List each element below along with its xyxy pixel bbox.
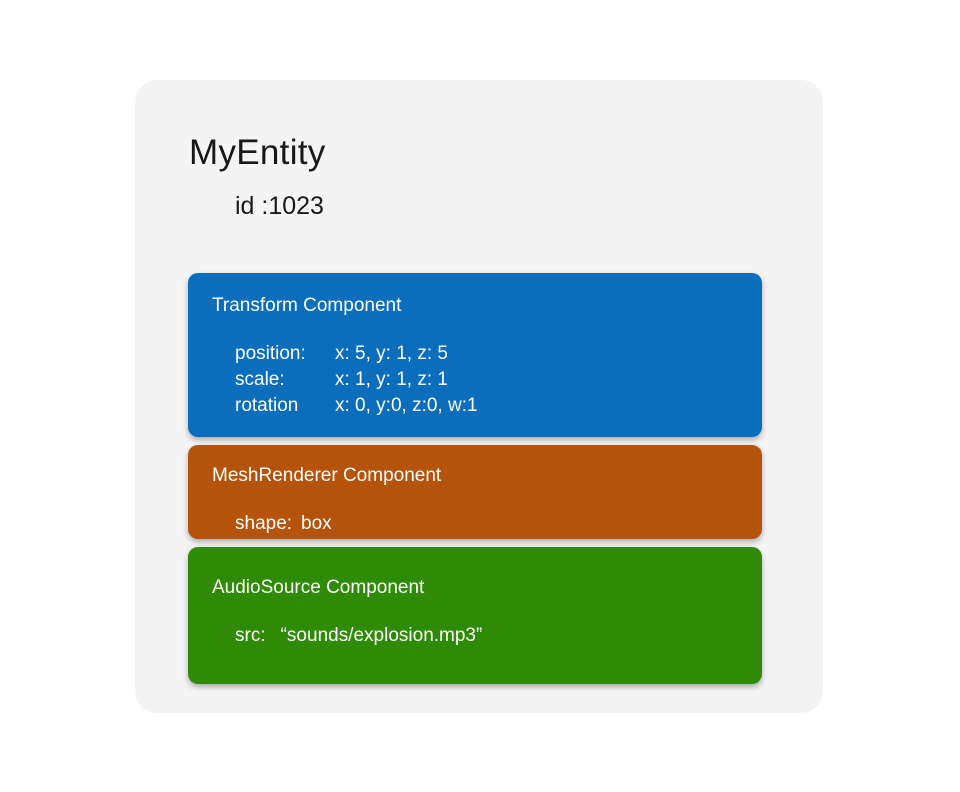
component-meshrenderer: MeshRenderer Component shape: box <box>188 445 762 539</box>
property-label: src: <box>235 625 266 646</box>
property-row: src: “sounds/explosion.mp3” <box>235 623 738 649</box>
property-label: shape: <box>235 513 293 534</box>
component-transform-properties: position: x: 5, y: 1, z: 5 scale: x: 1, … <box>235 341 738 419</box>
component-audiosource: AudioSource Component src: “sounds/explo… <box>188 547 762 684</box>
entity-title: MyEntity <box>189 133 326 172</box>
property-value: box <box>301 513 332 534</box>
property-label: position: <box>235 343 306 364</box>
component-audiosource-title: AudioSource Component <box>212 577 425 598</box>
property-value: “sounds/explosion.mp3” <box>280 625 483 646</box>
component-list: Transform Component position: x: 5, y: 1… <box>188 273 762 684</box>
property-row: shape: box <box>235 511 738 537</box>
property-label: scale: <box>235 369 285 390</box>
entity-id: id :1023 <box>235 192 324 220</box>
component-transform-title: Transform Component <box>212 295 402 316</box>
property-row: rotation x: 0, y:0, z:0, w:1 <box>235 393 738 419</box>
property-row: position: x: 5, y: 1, z: 5 <box>235 341 738 367</box>
property-value: x: 0, y:0, z:0, w:1 <box>335 395 478 416</box>
entity-card: MyEntity id :1023 Transform Component po… <box>135 80 823 713</box>
property-value: x: 5, y: 1, z: 5 <box>335 343 448 364</box>
component-meshrenderer-properties: shape: box <box>235 511 738 537</box>
component-audiosource-properties: src: “sounds/explosion.mp3” <box>235 623 738 649</box>
component-meshrenderer-title: MeshRenderer Component <box>212 465 442 486</box>
property-label: rotation <box>235 395 299 416</box>
property-value: x: 1, y: 1, z: 1 <box>335 369 448 390</box>
component-transform: Transform Component position: x: 5, y: 1… <box>188 273 762 437</box>
property-row: scale: x: 1, y: 1, z: 1 <box>235 367 738 393</box>
